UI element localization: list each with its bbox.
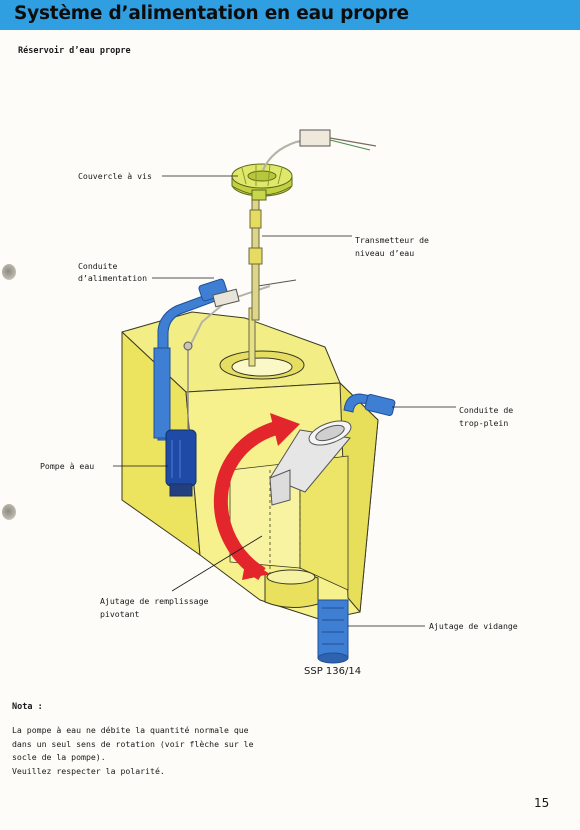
label-level-sender-line2: niveau d’eau	[355, 248, 415, 258]
label-filler-line1: Ajutage de remplissage	[100, 596, 209, 606]
sender-wiring	[261, 129, 377, 171]
page-number: 15	[534, 796, 550, 810]
leader-lines	[113, 175, 456, 627]
water-pump	[165, 429, 197, 497]
note-line: La pompe à eau ne débite la quantité nor…	[12, 725, 249, 735]
label-drain: Ajutage de vidange	[429, 621, 518, 631]
figure-code: SSP 136/14	[304, 666, 362, 677]
header-bar	[0, 0, 580, 30]
supply-line	[153, 278, 228, 441]
section-subtitle: Réservoir d’eau propre	[18, 46, 131, 56]
note-body: La pompe à eau ne débite la quantité nor…	[12, 724, 302, 778]
level-sender	[248, 199, 263, 367]
screw-cap	[231, 163, 293, 201]
label-filler-line2: pivotant	[100, 609, 140, 619]
note-line: Veuillez respecter la polarité.	[12, 765, 165, 776]
note-line: socle de la pompe).	[12, 752, 106, 762]
label-pump: Pompe à eau	[40, 461, 95, 471]
note-line: dans un seul sens de rotation (voir flèc…	[12, 738, 254, 749]
label-overflow-line1: Conduite de	[459, 405, 514, 415]
label-screw-cap: Couvercle à vis	[78, 171, 152, 181]
page-title: Système d’alimentation en eau propre	[14, 3, 409, 24]
rotation-arrow-icon	[214, 413, 300, 581]
label-overflow-line2: trop-plein	[459, 418, 509, 428]
filler-pipe	[269, 420, 352, 506]
binder-hole-bottom	[2, 504, 16, 520]
note-heading: Nota :	[12, 702, 43, 712]
label-supply-line-line1: Conduite	[78, 261, 118, 271]
label-supply-line-line2: d’alimentation	[78, 273, 148, 283]
drain-spout	[317, 599, 349, 664]
pump-wiring	[183, 279, 297, 430]
label-level-sender-line1: Transmetteur de	[355, 235, 429, 245]
binder-hole-top	[2, 264, 16, 280]
overflow-line	[343, 393, 396, 417]
